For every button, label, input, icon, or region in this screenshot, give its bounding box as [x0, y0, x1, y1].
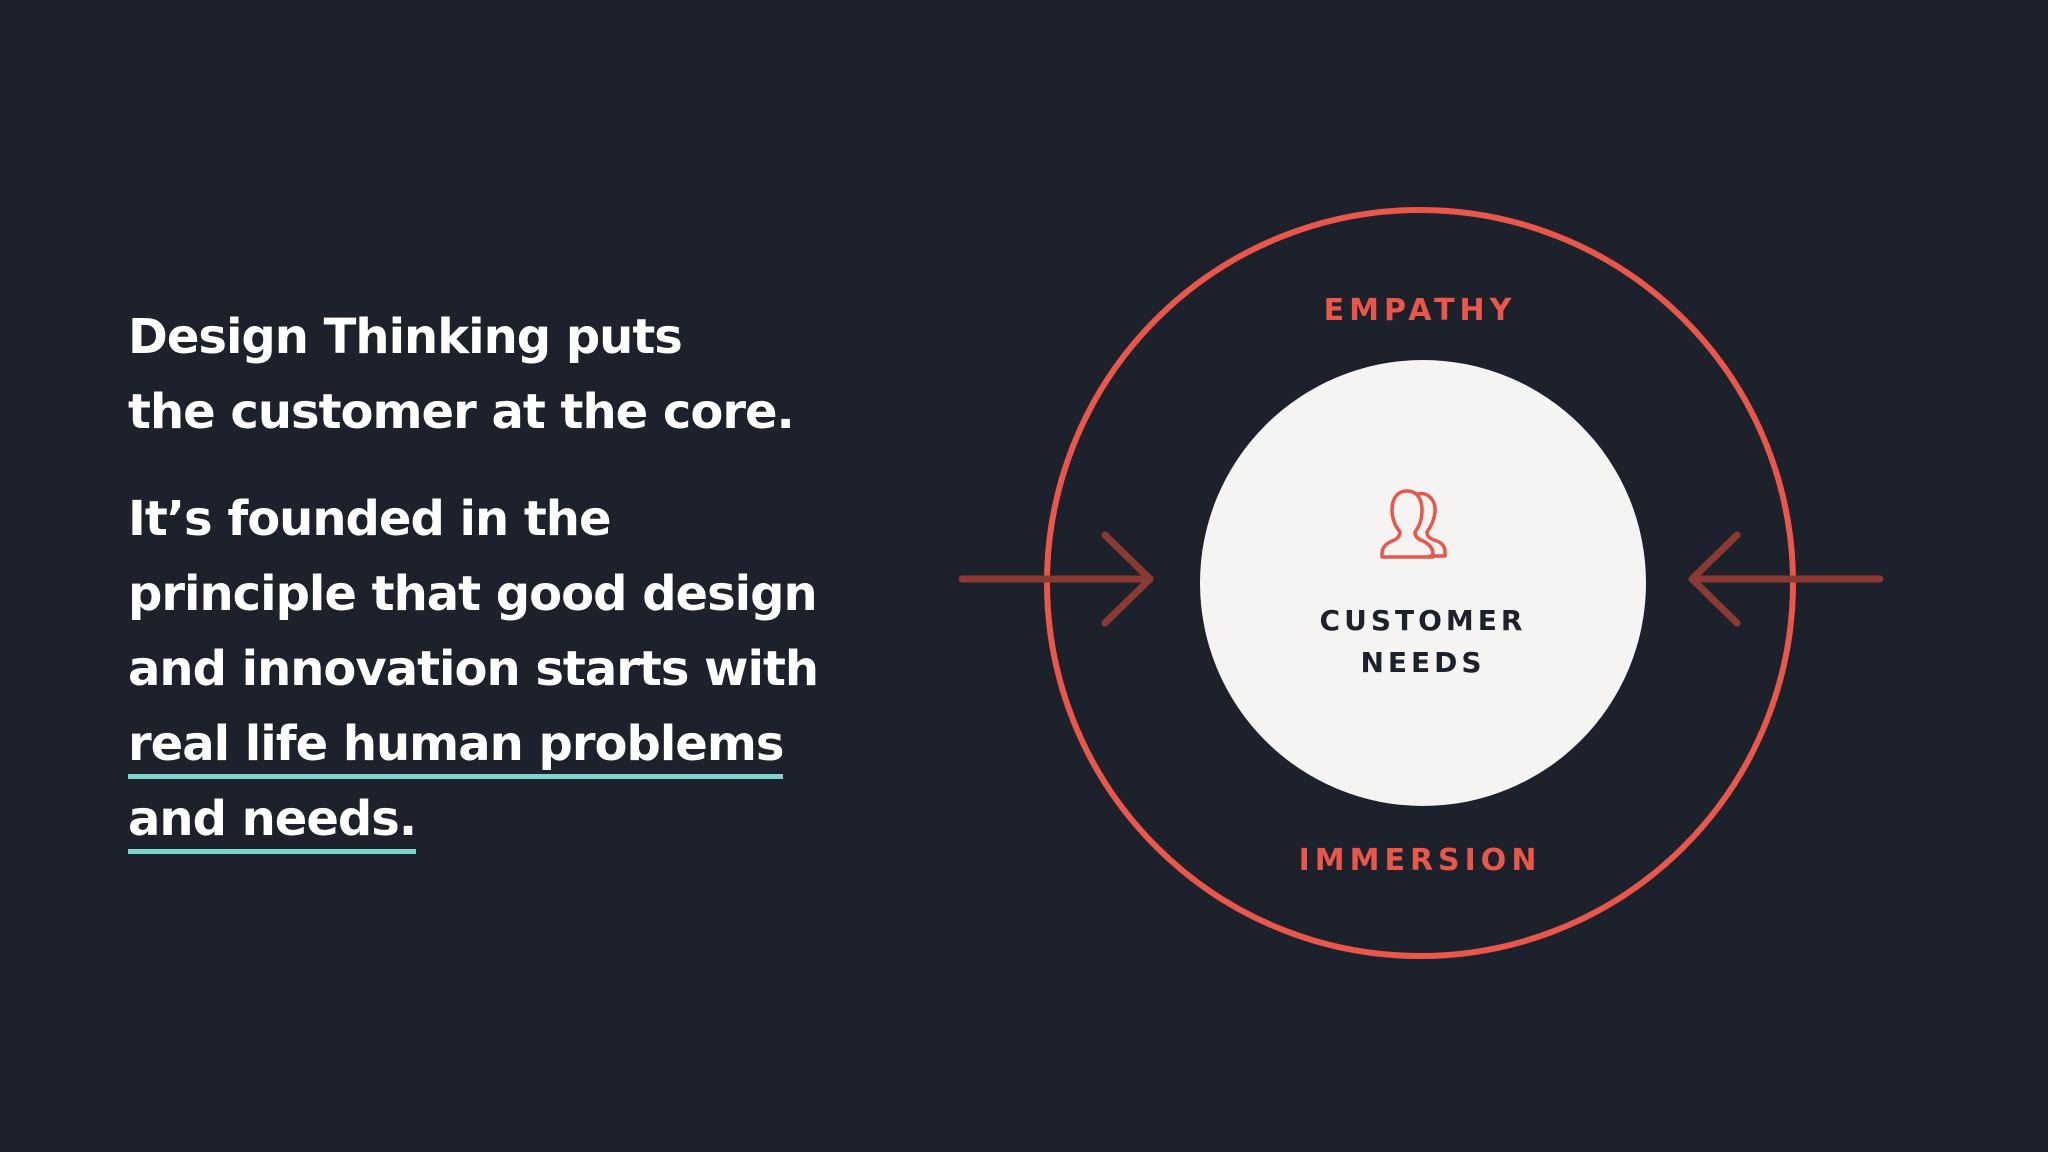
heading: Design Thinking puts the customer at the…	[128, 300, 948, 450]
underlined-phrase: real life human problems	[128, 720, 784, 779]
core-label-line-1: CUSTOMER	[1320, 604, 1527, 637]
core-label-line-2: NEEDS	[1360, 646, 1485, 679]
empathy-label: EMPATHY	[1324, 293, 1517, 328]
left-arrow-icon	[958, 531, 1154, 627]
heading-line: Design Thinking puts	[128, 309, 683, 365]
body-line: principle that good design	[128, 566, 818, 622]
core-circle	[1200, 360, 1646, 806]
body-text: It’s founded in the principle that good …	[128, 482, 948, 857]
immersion-label: IMMERSION	[1299, 843, 1542, 878]
underlined-line-wrapper: real life human problems	[128, 707, 948, 782]
underlined-line-wrapper: and needs.	[128, 782, 948, 857]
text-block: Design Thinking puts the customer at the…	[128, 300, 948, 857]
people-icon	[1380, 489, 1447, 559]
outer-ring	[1044, 207, 1796, 959]
heading-line: the customer at the core.	[128, 384, 795, 440]
body-line: It’s founded in the	[128, 491, 612, 547]
body-line: and innovation starts with	[128, 641, 819, 697]
right-arrow-icon	[1688, 531, 1884, 627]
underlined-phrase: and needs.	[128, 795, 417, 854]
